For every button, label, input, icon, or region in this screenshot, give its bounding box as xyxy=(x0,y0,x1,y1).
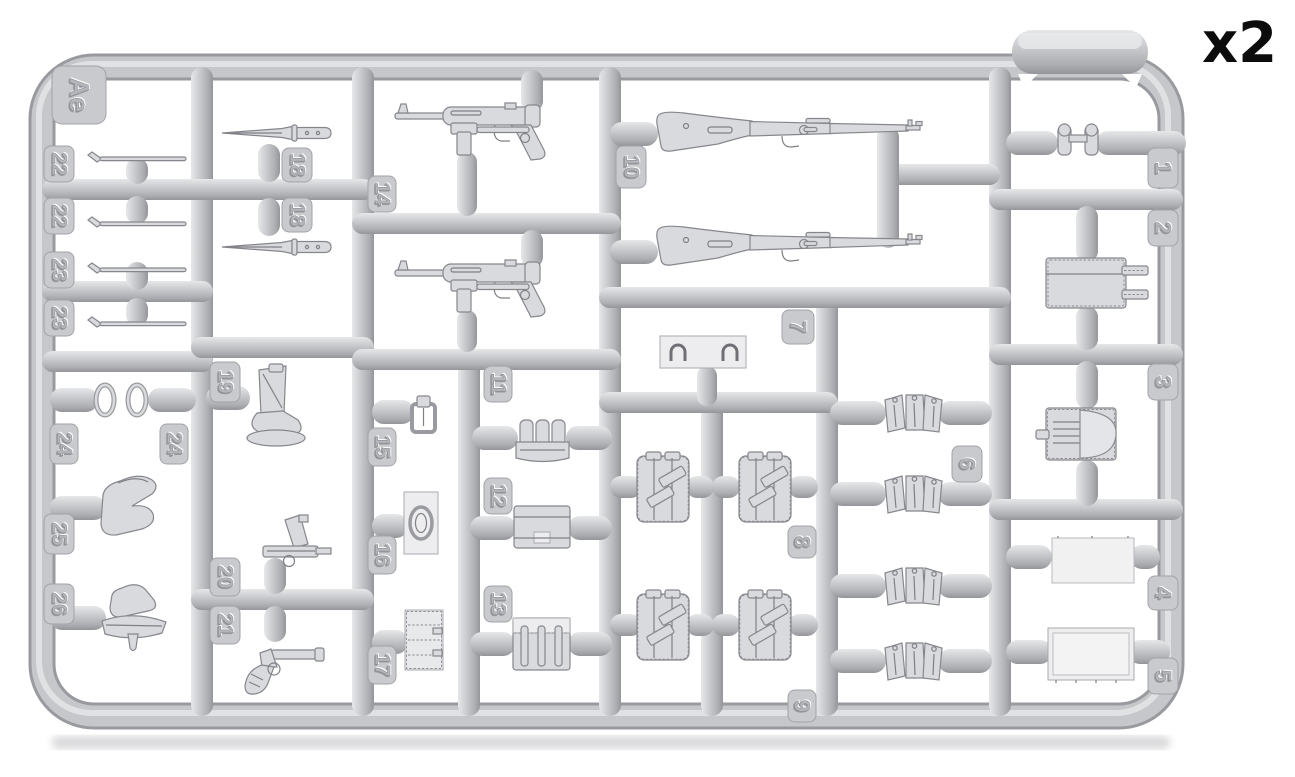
part-24-oval-ring xyxy=(93,382,149,418)
part-tab-18b: 18 xyxy=(281,197,313,233)
svg-text:6: 6 xyxy=(955,458,980,470)
sprue-letter-tab: Ae xyxy=(51,65,107,125)
svg-text:26: 26 xyxy=(48,592,71,615)
part-tab-15: 15 xyxy=(367,427,397,467)
part-tab-7: 7 xyxy=(781,309,815,345)
svg-text:23: 23 xyxy=(48,306,71,329)
part-tab-11: 11 xyxy=(483,365,513,403)
part-4-flat-panel xyxy=(1051,536,1135,584)
part-tab-22a: 22 xyxy=(43,145,75,183)
gate-tab xyxy=(1012,30,1148,88)
part-tab-12: 12 xyxy=(483,477,513,515)
svg-text:10: 10 xyxy=(620,155,643,178)
svg-text:1: 1 xyxy=(1151,162,1176,174)
sprue-runners xyxy=(42,67,1183,716)
sprue-letter: Ae xyxy=(64,78,94,113)
part-tab-1: 1 xyxy=(1147,147,1179,189)
svg-text:22: 22 xyxy=(48,204,71,227)
part-19-boot-holster xyxy=(246,363,306,447)
part-tab-25: 25 xyxy=(43,513,75,555)
part-13-mp40-magazine-pouch xyxy=(512,617,571,671)
part-5-framed-panel xyxy=(1047,627,1135,683)
part-17-flat-pouch xyxy=(404,609,444,671)
svg-text:19: 19 xyxy=(214,370,237,393)
svg-text:21: 21 xyxy=(214,613,237,637)
part-15-buckle xyxy=(410,395,437,434)
sprue-quantity-label: x2 xyxy=(1202,11,1277,76)
svg-text:7: 7 xyxy=(786,321,811,333)
svg-text:2: 2 xyxy=(1151,222,1176,234)
part-3-map-case-open xyxy=(1035,407,1117,461)
svg-text:11: 11 xyxy=(487,373,510,396)
svg-text:8: 8 xyxy=(790,536,815,548)
part-16-oval-lid xyxy=(403,491,439,555)
part-25-holster xyxy=(100,475,157,536)
part-21-flare-pistol xyxy=(244,647,325,695)
svg-text:9: 9 xyxy=(790,700,815,712)
svg-text:14: 14 xyxy=(371,182,394,206)
part-tab-10: 10 xyxy=(615,145,647,189)
part-tab-17: 17 xyxy=(367,645,397,685)
part-tab-18a: 18 xyxy=(281,147,313,183)
svg-text:18: 18 xyxy=(286,203,309,227)
sprue-gates xyxy=(50,70,1186,673)
part-7-hook-plate xyxy=(659,335,747,369)
part-tab-6: 6 xyxy=(951,445,983,483)
svg-text:13: 13 xyxy=(487,592,510,615)
svg-text:24: 24 xyxy=(53,432,76,456)
svg-text:23: 23 xyxy=(48,258,71,281)
part-12-box-pouch xyxy=(513,505,571,549)
part-tab-4: 4 xyxy=(1147,575,1179,611)
part-tab-13: 13 xyxy=(483,585,513,623)
part-26-shovel-carrier xyxy=(101,584,167,652)
part-tab-20: 20 xyxy=(209,557,241,597)
part-tab-19: 19 xyxy=(209,361,241,403)
svg-text:16: 16 xyxy=(371,543,394,566)
part-tab-5: 5 xyxy=(1147,657,1179,695)
svg-text:3: 3 xyxy=(1151,376,1176,388)
svg-text:25: 25 xyxy=(48,522,71,546)
part-tab-23b: 23 xyxy=(43,299,75,337)
svg-text:22: 22 xyxy=(48,152,71,175)
part-1-binoculars xyxy=(1057,123,1099,156)
svg-text:5: 5 xyxy=(1151,670,1176,682)
svg-text:20: 20 xyxy=(214,565,237,588)
part-tab-21: 21 xyxy=(209,605,241,645)
svg-text:24: 24 xyxy=(163,432,186,456)
part-tab-26: 26 xyxy=(43,583,75,625)
part-tab-14: 14 xyxy=(367,175,397,213)
part-tab-24b: 24 xyxy=(159,423,189,465)
part-tab-22b: 22 xyxy=(43,197,75,235)
part-tab-9: 9 xyxy=(787,689,817,723)
table-shadow xyxy=(52,736,1170,749)
part-tab-3: 3 xyxy=(1147,363,1179,401)
part-tab-16: 16 xyxy=(367,535,397,575)
part-2-map-case xyxy=(1045,257,1149,309)
svg-text:15: 15 xyxy=(371,435,394,459)
part-20-pistol xyxy=(262,514,332,568)
part-tab-24a: 24 xyxy=(49,423,79,465)
svg-text:12: 12 xyxy=(487,484,510,507)
part-11-magazine-pouch-triple xyxy=(515,419,570,463)
part-6-ammo-pouch-set xyxy=(884,394,943,681)
svg-text:17: 17 xyxy=(371,653,394,676)
part-tab-23a: 23 xyxy=(43,251,75,289)
part-tab-2: 2 xyxy=(1147,209,1179,247)
svg-text:4: 4 xyxy=(1151,587,1176,600)
svg-text:18: 18 xyxy=(286,153,309,177)
part-tab-8: 8 xyxy=(787,525,817,559)
